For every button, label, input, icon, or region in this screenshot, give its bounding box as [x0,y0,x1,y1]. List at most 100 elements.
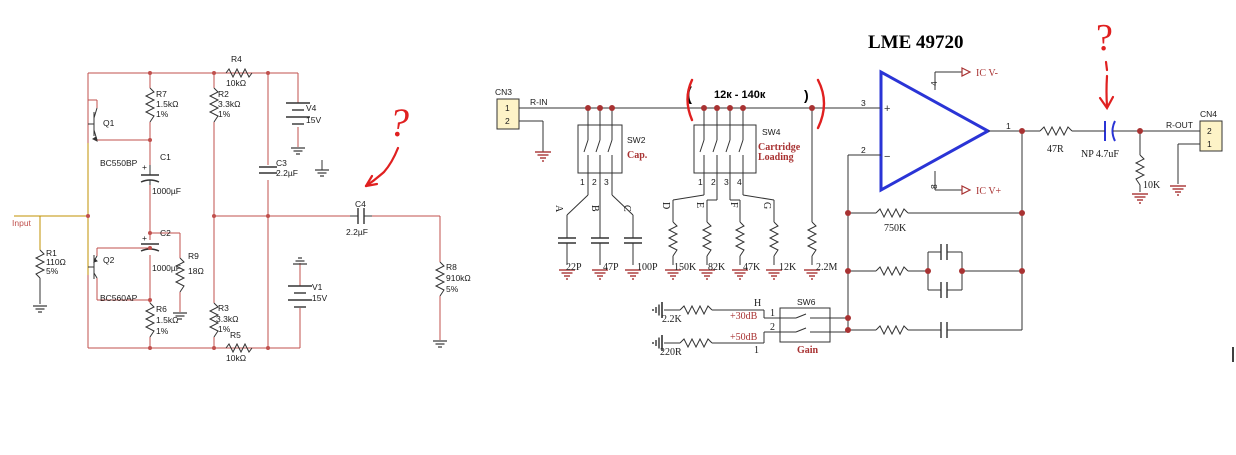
c3-capacitor [259,166,277,174]
sw6-switch [664,304,848,349]
c3-value: 2.2µF [276,168,298,178]
right-annotation-arrow [1098,60,1115,111]
opamp-pin2: 2 [861,145,866,155]
gain-30db: +30dB [730,311,758,322]
sw2-name: Cap. [627,150,648,161]
r5-resistor [225,342,253,354]
v1-ref: V1 [312,282,323,292]
r2-value: 3.3kΩ [218,99,240,109]
sw4-name1: Cartridge [758,142,801,153]
sw4-tap-e: E [694,202,705,208]
opamp-pin3: 3 [861,98,866,108]
v4-value: 15V [306,115,321,125]
q1-part: BC550BP [100,158,138,168]
cn4-pin2: 2 [1207,126,1212,136]
r-fb-value: 750K [884,223,907,234]
r9-resistor [174,257,186,293]
q2-ref: Q2 [103,255,115,265]
r8-resistor [434,261,446,297]
r2-tol: 1% [218,109,231,119]
sw6-pin2: 2 [770,322,775,333]
sw4-name2: Loading [758,152,794,163]
supply-pos: IC V+ [976,186,1002,197]
c-out-value: NP 4.7uF [1081,149,1119,160]
left-circuit [87,72,441,349]
r1-resistor [32,249,48,313]
r7-value: 1.5kΩ [156,99,178,109]
range-red-brackets [686,78,826,130]
c1-value: 1000µF [152,186,181,196]
feedback-network [848,207,1022,338]
c2-value: 1000µF [152,263,181,273]
opamp-title: LME 49720 [868,32,964,53]
r4-resistor [225,67,253,79]
sw4-tap-f: F [728,202,739,208]
cn3-pin2: 2 [505,116,510,126]
left-question-mark: ? [389,100,409,145]
sw2-ref: SW2 [627,135,646,145]
right-question-mark: ? [1096,17,1113,59]
cn4-ref: CN4 [1200,109,1217,119]
r-bias-value: 2.2M [816,262,838,273]
r-g50-value: 220R [660,347,682,358]
q2-part: BC560AP [100,293,138,303]
sw6-pin1: 1 [770,308,775,319]
load-150k: 150K [674,262,697,273]
r4-ref: R4 [231,54,242,64]
load-82k: 82K [708,262,726,273]
output-stage [1021,125,1200,330]
c2-ref: C2 [160,228,171,238]
cn4-pin1: 1 [1207,139,1212,149]
r-shunt-value: 10K [1143,180,1161,191]
right-junctions [585,105,1143,333]
q1-ref: Q1 [103,118,115,128]
r8-tol: 5% [446,284,459,294]
r7-tol: 1% [156,109,169,119]
sw6-ref: SW6 [797,297,816,307]
c2-plus: + [142,233,147,243]
cap-100p: 100P [637,262,658,273]
c1-plus: + [142,162,147,172]
q1-transistor [88,107,98,142]
v4-ref: V4 [306,103,317,113]
r1-value: 110Ω [46,257,66,267]
c1-capacitor [140,165,160,185]
r1-ref: R1 [46,248,57,258]
c3-ref: C3 [276,158,287,168]
c1-ref: C1 [160,152,171,162]
supply-neg: IC V- [976,68,998,79]
r3-resistor [208,302,220,338]
cn4-connector [1199,120,1223,152]
r7-ref: R7 [156,89,167,99]
sw4-tap-d: D [660,202,671,209]
load-12k: 12K [779,262,797,273]
r8-value: 910kΩ [446,273,471,283]
sw2-pin2: 2 [592,177,597,187]
c4-ref: C4 [355,199,366,209]
r2-ref: R2 [218,89,229,99]
r3-value: 3.3kΩ [216,314,238,324]
cn3-pin1: 1 [505,103,510,113]
sw6-name: Gain [797,345,819,356]
opamp-plus: + [884,103,890,115]
sw4-tap-g: G [761,202,772,209]
cn3-ref: CN3 [495,87,512,97]
sw2-caps [558,237,642,265]
sw4-loads [667,221,780,265]
r-bias [806,108,818,265]
range-paren-close: ) [804,87,809,103]
left-junctions [86,71,270,350]
c4-capacitor [350,208,372,224]
v1-value: 15V [312,293,327,303]
r6-resistor [144,302,156,338]
r6-value: 1.5kΩ [156,315,178,325]
v1-battery [288,285,312,308]
opamp-minus: − [884,151,890,163]
r-out-value: 47R [1047,144,1064,155]
sw2-tap-b: B [589,205,600,212]
r8-ref: R8 [446,262,457,272]
cap-22p: 22P [566,262,582,273]
r-g30-value: 2.2K [662,314,683,325]
q2-transistor [88,255,98,279]
